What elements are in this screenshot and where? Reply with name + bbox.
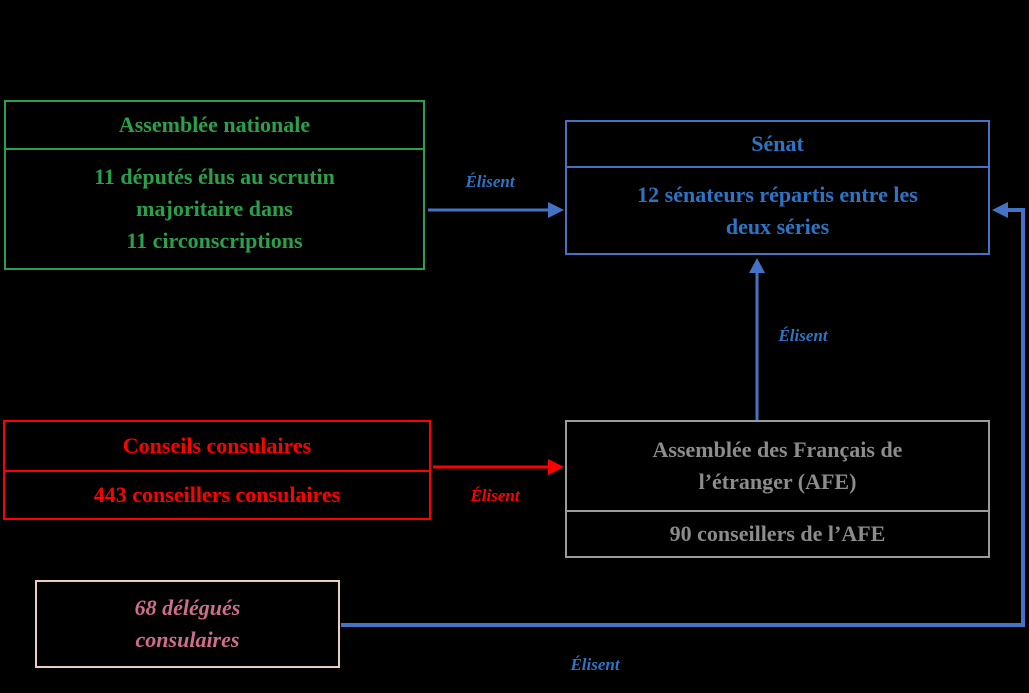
box-assemblee-nationale: Assemblée nationale 11 députés élus au s… [4, 100, 425, 270]
arrow-delegues-to-senat [341, 202, 1025, 627]
arrow-label-afe-to-senat: Élisent [778, 326, 828, 345]
box-senat: Sénat 12 sénateurs répartis entre les de… [565, 120, 990, 255]
arrow-an-to-senat [428, 202, 564, 218]
afe-title: Assemblée des Français de l’étranger (AF… [567, 422, 988, 512]
arrow-conseils-to-afe [433, 459, 564, 475]
assemblee-nationale-body: 11 députés élus au scrutin majoritaire d… [94, 164, 335, 253]
arrow-label-an-to-senat: Élisent [465, 172, 515, 191]
box-delegues-consulaires: 68 délégués consulaires [35, 580, 340, 668]
assemblee-nationale-title: Assemblée nationale [6, 102, 423, 150]
senat-body: 12 sénateurs répartis entre les deux sér… [637, 181, 918, 239]
senat-title: Sénat [567, 122, 988, 168]
arrow-label-conseils-to-afe: Élisent [470, 486, 520, 505]
box-conseils-consulaires: Conseils consulaires 443 conseillers con… [3, 420, 431, 520]
delegues-consulaires-body: 68 délégués consulaires [134, 595, 241, 652]
arrow-label-delegues-to-senat: Élisent [570, 655, 620, 674]
conseils-consulaires-body: 443 conseillers consulaires [93, 482, 341, 508]
afe-body: 90 conseillers de l’AFE [669, 521, 886, 547]
arrow-afe-to-senat [749, 258, 765, 420]
conseils-consulaires-title: Conseils consulaires [5, 422, 429, 472]
box-afe: Assemblée des Français de l’étranger (AF… [565, 420, 990, 558]
